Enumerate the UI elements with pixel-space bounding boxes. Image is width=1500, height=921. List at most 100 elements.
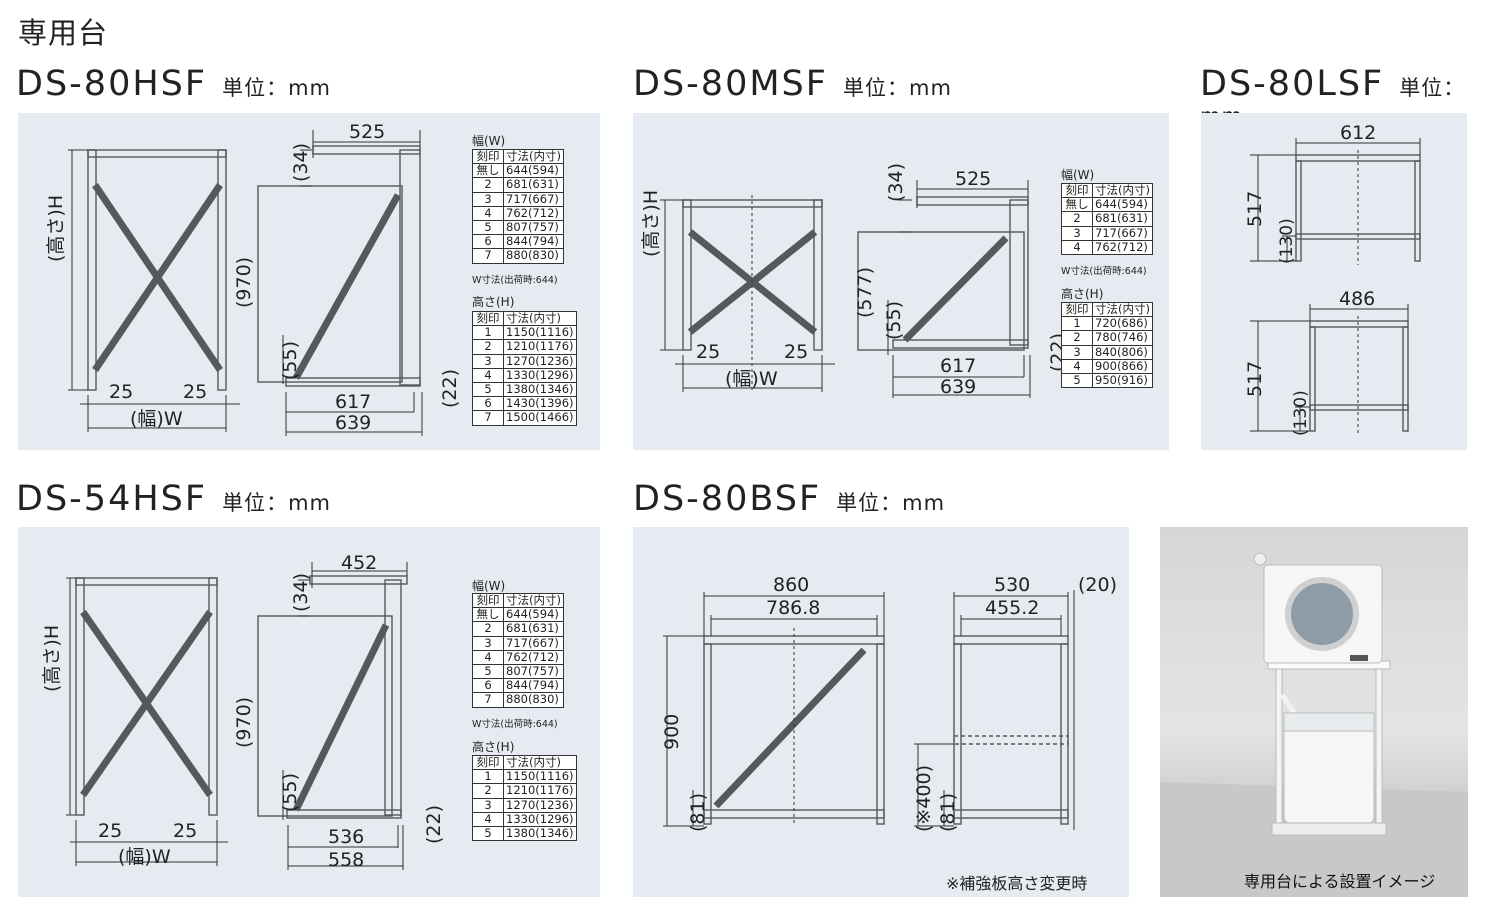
dim-right-offset: 25: [784, 341, 808, 363]
ds80bsf-side-view: [914, 590, 1075, 830]
dim-side-low: (130): [1291, 390, 1311, 436]
model-heading-ds80hsf: DS-80HSF 単位：mm: [16, 64, 331, 104]
size-cell: 900(866): [1092, 358, 1153, 375]
dim-side-height: (970): [233, 257, 255, 308]
dim-inner-depth: 617: [335, 391, 371, 413]
mark-cell: 5: [472, 220, 504, 236]
table-header: 刻印寸法(内寸): [1061, 182, 1153, 199]
size-cell: 762(712): [503, 205, 564, 222]
mark-cell: 2: [472, 339, 504, 355]
dim-height: (高さ)H: [41, 625, 63, 692]
table-header: 刻印寸法(内寸): [472, 148, 564, 165]
mark-cell: 5: [1061, 373, 1093, 389]
panel-ds80lsf: [1201, 113, 1467, 450]
table-header: 刻印寸法(内寸): [472, 592, 564, 609]
dim-base: (22): [439, 369, 461, 408]
dim-left-offset: 25: [696, 341, 720, 363]
width-table-title: 幅(W): [472, 134, 506, 148]
dim-foot: (55): [883, 301, 905, 340]
mark-cell: 4: [472, 649, 504, 666]
size-cell: 950(916): [1092, 373, 1153, 389]
table-header: 刻印寸法(内寸): [472, 310, 577, 327]
mark-cell: 4: [1061, 358, 1093, 375]
dim-height: (高さ)H: [45, 195, 67, 262]
ds80lsf-front-view: [1250, 138, 1421, 265]
mark-cell: 7: [472, 410, 504, 426]
size-cell: 880(830): [503, 692, 564, 708]
dim-top-depth: 525: [955, 168, 991, 190]
mark-cell: 1: [472, 769, 504, 785]
size-cell: 1150(1116): [503, 769, 577, 785]
table-header: 刻印寸法(内寸): [472, 754, 577, 771]
size-cell: 840(806): [1092, 344, 1153, 360]
model-heading-ds54hsf: DS-54HSF 単位：mm: [16, 479, 331, 519]
ds80msf-front-view: [660, 195, 835, 392]
dim-front-height: 517: [1244, 191, 1266, 227]
mark-cell: 3: [1061, 225, 1093, 241]
mark-cell: 無し: [1061, 197, 1093, 213]
height-table-title: 高さ(H): [472, 295, 515, 309]
mark-cell: 無し: [472, 607, 504, 623]
dim-side-mid: (※400): [913, 765, 935, 832]
size-cell: 807(757): [503, 220, 564, 236]
size-cell: 844(794): [503, 678, 564, 694]
mark-cell: 7: [472, 248, 504, 264]
dim-inner-width: 786.8: [766, 597, 820, 619]
column-header: 寸法(内寸): [503, 148, 564, 165]
dim-inner-depth: 617: [940, 355, 976, 377]
dim-inner-depth: 536: [328, 826, 364, 848]
mark-cell: 7: [472, 692, 504, 708]
unit-label: 単位：mm: [222, 491, 332, 515]
mark-cell: 無し: [472, 163, 504, 179]
dim-side-height: (970): [233, 697, 255, 748]
size-cell: 762(712): [503, 649, 564, 666]
column-header: 寸法(内寸): [1092, 182, 1153, 199]
dim-right-offset: 25: [173, 820, 197, 842]
mark-cell: 4: [472, 811, 504, 828]
width-note: W寸法(出荷時:644): [1061, 266, 1147, 277]
size-cell: 780(746): [1092, 330, 1153, 346]
size-cell: 644(594): [503, 607, 564, 623]
size-cell: 644(594): [503, 163, 564, 179]
size-cell: 1150(1116): [503, 325, 577, 341]
mark-cell: 4: [472, 205, 504, 222]
dim-side-inner: 455.2: [985, 597, 1039, 619]
dim-left-offset: 25: [109, 381, 133, 403]
mark-cell: 3: [472, 797, 504, 813]
unit-label: 単位：mm: [842, 76, 952, 100]
size-cell: 1380(1346): [503, 826, 577, 842]
size-cell: 1500(1466): [503, 410, 577, 426]
column-header: 刻印: [1061, 182, 1093, 199]
model-name: DS-54HSF: [16, 479, 207, 519]
size-cell: 762(712): [1092, 239, 1153, 256]
size-cell: 681(631): [503, 621, 564, 637]
size-cell: 807(757): [503, 664, 564, 680]
ds54hsf-side-view: [257, 562, 408, 870]
mark-cell: 5: [472, 826, 504, 842]
dim-side-foot: (81): [937, 793, 959, 832]
dim-height: 900: [661, 714, 683, 750]
